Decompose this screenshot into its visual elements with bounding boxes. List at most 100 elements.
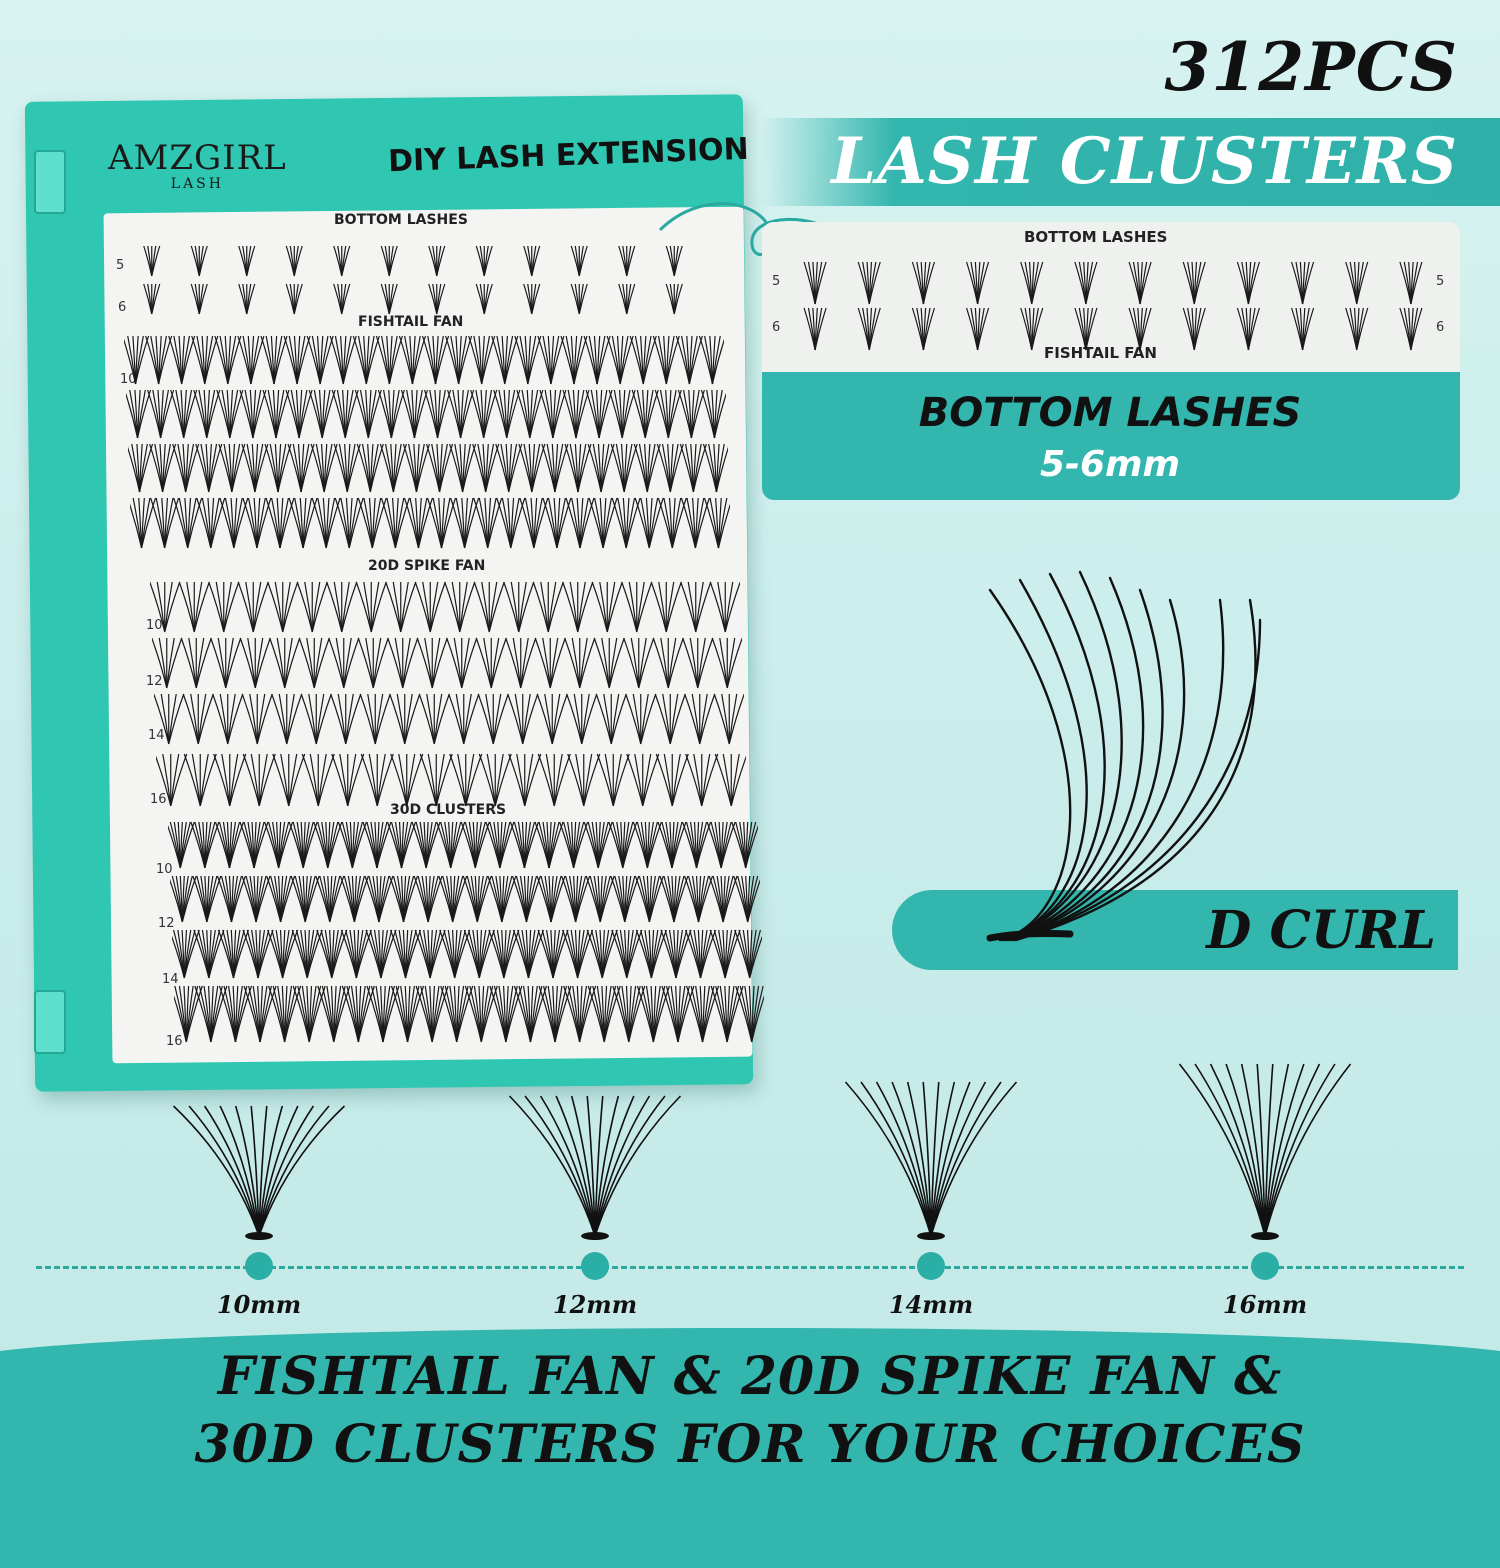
lash-cluster: [180, 637, 212, 689]
lash-cluster: [633, 443, 661, 493]
lash-cluster: [173, 497, 203, 549]
section-label-fishtail-fan: FISHTAIL FAN: [358, 314, 464, 330]
lash-cluster: [565, 497, 595, 549]
lash-cluster: [523, 283, 541, 315]
lash-cluster: [516, 389, 544, 439]
lash-cluster: [193, 929, 225, 979]
lash-cluster: [587, 443, 615, 493]
lash-cluster: [380, 497, 410, 549]
lash-cluster: [1020, 261, 1044, 305]
row-number: 6: [118, 300, 127, 315]
lash-cluster: [714, 753, 746, 807]
lash-cluster: [296, 581, 328, 633]
lash-cluster: [562, 389, 590, 439]
lash-cluster: [713, 693, 744, 745]
lash-cluster: [966, 261, 990, 305]
lash-cluster: [380, 283, 398, 315]
length-label-10mm: 10mm: [216, 1290, 302, 1319]
lash-cluster: [680, 497, 710, 549]
lash-cluster: [631, 389, 659, 439]
lash-cluster: [168, 821, 195, 869]
lash-cluster: [269, 637, 301, 689]
lash-cluster: [411, 821, 441, 869]
lash-cluster: [682, 637, 714, 689]
lash-cluster: [478, 753, 512, 807]
lash-cluster: [475, 283, 493, 315]
lash-row: [154, 693, 744, 745]
lash-cluster: [1236, 307, 1260, 351]
lash-cluster: [143, 245, 161, 277]
lash-cluster: [803, 261, 827, 305]
lash-cluster: [402, 443, 431, 493]
lash-cluster: [803, 307, 827, 351]
row-number: 12: [158, 916, 175, 931]
lash-cluster: [438, 875, 468, 923]
lash-cluster: [354, 389, 382, 439]
lash-cluster: [566, 693, 598, 745]
lash-cluster: [445, 335, 473, 385]
lash-cluster: [536, 693, 568, 745]
lash-cluster: [1128, 261, 1152, 305]
lash-cluster: [337, 821, 367, 869]
lash-cluster: [650, 581, 682, 633]
lash-cluster: [418, 693, 450, 745]
lash-cluster: [703, 497, 730, 549]
lash-row: [124, 335, 724, 385]
lash-cluster: [593, 637, 625, 689]
lash-cluster: [507, 693, 539, 745]
lash-cluster: [534, 637, 566, 689]
lash-cluster: [147, 389, 175, 439]
lash-cluster: [154, 693, 185, 745]
lash-cluster: [272, 753, 306, 807]
lash-cluster: [606, 335, 634, 385]
lash-cluster: [444, 581, 476, 633]
lash-cluster: [210, 637, 242, 689]
lash-cluster: [414, 581, 446, 633]
lash-cluster: [172, 929, 200, 979]
lash-cluster: [266, 875, 296, 923]
product-title: LASH CLUSTERS: [831, 124, 1458, 199]
lash-cluster: [145, 335, 173, 385]
lash-cluster: [214, 821, 245, 869]
lash-cluster: [193, 389, 221, 439]
bottom-lashes-band: [762, 372, 1460, 500]
lash-cluster: [470, 389, 498, 439]
lash-cluster: [339, 875, 369, 923]
lash-cluster: [298, 637, 330, 689]
lash-cluster: [239, 389, 267, 439]
lash-cluster: [655, 753, 689, 807]
lash-cluster: [1345, 261, 1369, 305]
lash-cluster: [709, 929, 741, 979]
lash-cluster: [216, 875, 247, 923]
lash-cluster: [611, 497, 641, 549]
lash-row: [170, 875, 760, 923]
lash-cluster: [415, 985, 449, 1043]
lash-cluster: [428, 245, 446, 277]
title-band: [760, 118, 1500, 206]
lash-cluster: [306, 335, 334, 385]
lash-cluster: [191, 335, 219, 385]
length-label-12mm: 12mm: [552, 1290, 638, 1319]
lash-cluster: [242, 753, 276, 807]
lash-cluster: [316, 929, 348, 979]
lash-cluster: [475, 637, 507, 689]
lash-cluster: [625, 693, 657, 745]
lash-cluster: [241, 443, 269, 493]
lash-cluster: [1345, 307, 1369, 351]
lash-cluster: [652, 335, 680, 385]
lash-cluster: [560, 335, 588, 385]
lash-cluster: [219, 497, 249, 549]
row-number: 5: [772, 274, 781, 289]
lash-cluster: [857, 307, 881, 351]
lash-cluster: [262, 389, 290, 439]
d-curl-lash-image: [986, 570, 1262, 942]
lash-cluster: [313, 821, 343, 869]
lash-cluster: [150, 581, 181, 633]
lash-cluster: [172, 443, 200, 493]
lash-cluster: [311, 497, 341, 549]
lash-cluster: [333, 245, 351, 277]
lash-cluster: [448, 693, 480, 745]
lash-cluster: [564, 637, 596, 689]
lash-cluster: [681, 821, 712, 869]
lash-cluster: [333, 443, 361, 493]
